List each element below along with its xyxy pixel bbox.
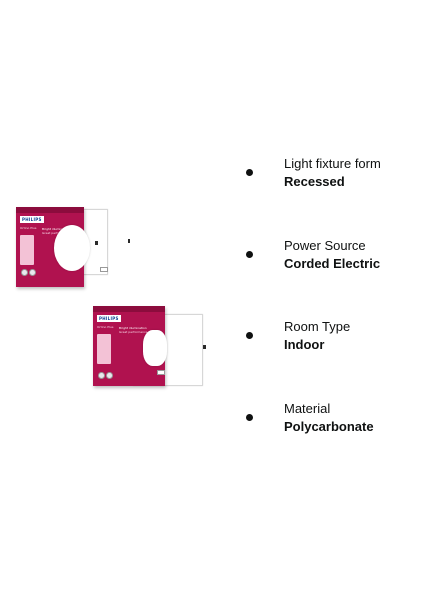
product-image-2: PHILIPS Ortino Plus Bright illumination … [93, 300, 213, 392]
product-tagline-1: Bright illumination [119, 326, 147, 330]
feature-card [97, 334, 111, 364]
product-tagline-1: Bright illumination [42, 227, 70, 231]
product-tagline-2: Great performance [42, 231, 71, 235]
spec-label: Room Type [284, 319, 351, 334]
spec-label: Power Source [284, 238, 366, 253]
spec-value: Polycarbonate [284, 419, 374, 434]
certification-badge [98, 372, 105, 379]
product-line-name: Ortino Plus [20, 226, 37, 230]
spec-value: Indoor [284, 337, 325, 352]
square-panel-light [143, 330, 167, 366]
warranty-badge [29, 269, 36, 276]
box-side-label [157, 370, 165, 375]
bullet-icon [246, 169, 253, 176]
spec-value: Recessed [284, 174, 345, 189]
bullet-icon [246, 251, 253, 258]
certification-badge [21, 269, 28, 276]
bullet-icon [246, 332, 253, 339]
mounting-clip [128, 239, 130, 243]
mounting-clip [203, 345, 206, 349]
feature-card [20, 235, 34, 265]
box-side-label [100, 267, 108, 272]
brand-logo: PHILIPS [20, 216, 44, 223]
box-top-edge [93, 306, 165, 312]
product-tagline-2: Great performance [119, 330, 148, 334]
product-box: PHILIPS Ortino Plus Bright illumination … [16, 207, 84, 287]
warranty-badge [106, 372, 113, 379]
brand-logo: PHILIPS [97, 315, 121, 322]
spec-label: Material [284, 401, 331, 416]
spec-value: Corded Electric [284, 256, 381, 271]
bullet-icon [246, 414, 253, 421]
round-panel-light [54, 225, 90, 271]
box-top-edge [16, 207, 84, 213]
product-image-1: PHILIPS Ortino Plus Bright illumination … [16, 203, 136, 293]
product-line-name: Ortino Plus [97, 325, 114, 329]
mounting-clip [95, 241, 98, 245]
spec-label: Light fixture form [284, 156, 381, 171]
